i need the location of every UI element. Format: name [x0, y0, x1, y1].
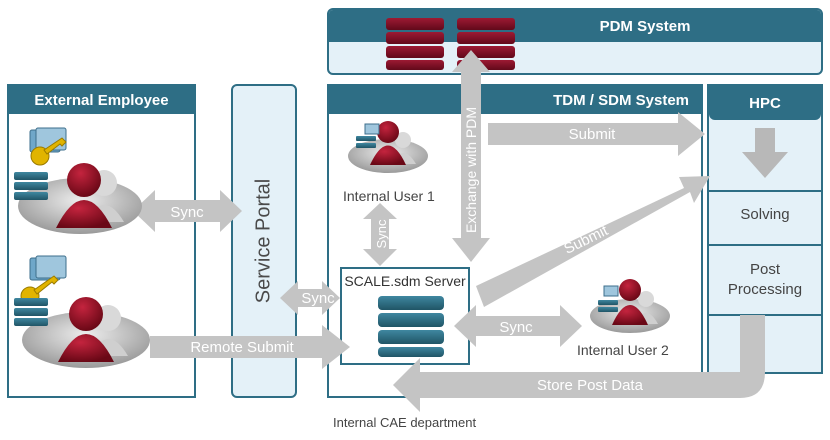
internal-user-1-icon	[348, 121, 428, 173]
scale-server-title: SCALE.sdm Server	[344, 273, 466, 289]
external-title: External Employee	[34, 91, 169, 109]
sync-external-arrow	[133, 190, 242, 232]
store-post-data-label: Store Post Data	[537, 377, 644, 394]
submit-diagonal-label: Submit	[561, 222, 611, 258]
pdm-database-1-icon	[386, 18, 444, 70]
sync-user1-label: Sync	[374, 219, 389, 248]
external-user-2-icon	[14, 255, 150, 368]
remote-submit-label: Remote Submit	[190, 339, 294, 356]
hpc-header: HPC	[709, 86, 821, 120]
post-processing-label: Post Processing	[727, 261, 803, 298]
hpc-title: HPC	[749, 94, 781, 112]
pdm-title: PDM System	[599, 17, 691, 35]
external-header: External Employee	[9, 86, 194, 114]
remote-submit-arrow	[150, 325, 350, 369]
submit-diagonal-arrow	[476, 176, 710, 307]
sync-portal-arrow	[280, 281, 340, 315]
server-database-icon	[378, 296, 444, 357]
exchange-pdm-arrow	[452, 50, 490, 262]
external-user-1-icon	[14, 127, 142, 234]
sync-user1-arrow	[363, 203, 397, 266]
hpc-divider-2	[709, 244, 821, 246]
exchange-pdm-label: Exchange with PDM	[463, 107, 479, 233]
submit-top-arrow	[488, 112, 705, 156]
tdm-title: TDM / SDM System	[553, 91, 689, 109]
internal-user-1-label: Internal User 1	[343, 188, 435, 204]
caption: Internal CAE department	[333, 415, 477, 430]
hpc-divider-1	[709, 190, 821, 192]
store-post-data-arrow	[393, 315, 765, 412]
hpc-down-arrow	[742, 128, 788, 178]
sync-user2-arrow	[454, 305, 582, 347]
sync-portal-label: Sync	[301, 290, 335, 307]
submit-top-label: Submit	[569, 126, 617, 143]
sync-external-label: Sync	[170, 204, 204, 221]
tdm-header: TDM / SDM System	[329, 86, 701, 114]
solving-label: Solving	[740, 206, 790, 223]
sync-user2-label: Sync	[499, 319, 533, 336]
internal-user-2-label: Internal User 2	[577, 342, 669, 358]
internal-user-2-icon	[590, 279, 670, 333]
